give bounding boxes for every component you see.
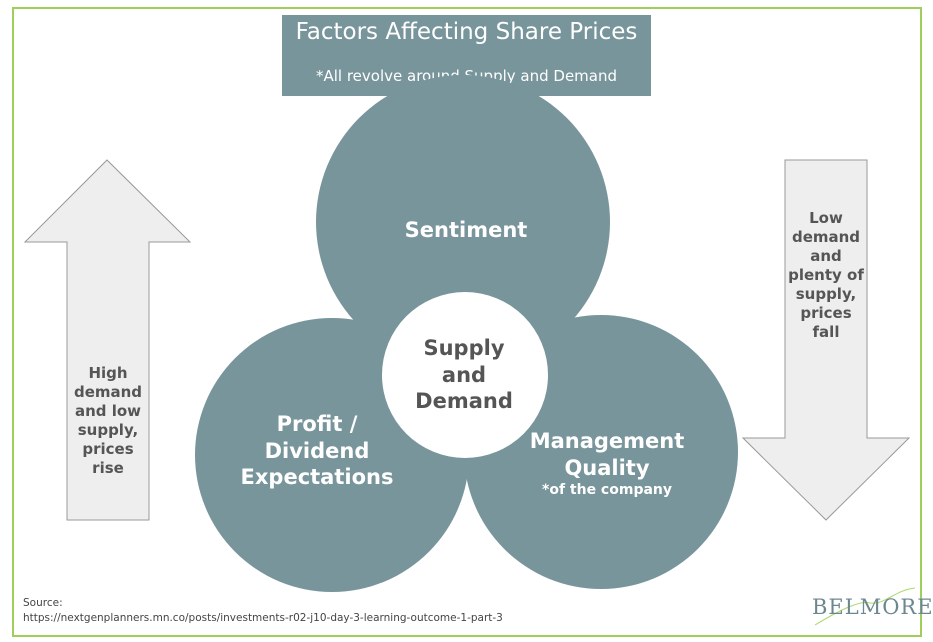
up-arrow <box>23 159 192 521</box>
circle-sentiment <box>316 75 610 369</box>
supply-demand-label: Supply and Demand <box>415 336 513 414</box>
slide-frame <box>12 7 922 637</box>
sentiment-label: Sentiment <box>404 218 528 242</box>
source: Source: https://nextgenplanners.mn.co/po… <box>23 596 503 625</box>
source-label: Source: <box>23 597 63 609</box>
up-arrow-text: High demand and low supply, prices rise <box>73 364 143 478</box>
management-note: *of the company <box>542 482 672 498</box>
belmore-logo: BELMORE <box>812 595 933 619</box>
title: Factors Affecting Share Prices <box>295 19 638 45</box>
source-url[interactable]: https://nextgenplanners.mn.co/posts/inve… <box>23 611 503 624</box>
down-arrow <box>741 159 911 521</box>
circle-supply-demand <box>382 292 548 458</box>
profit-label: Profit / Dividend Expectations <box>240 412 394 490</box>
down-arrow-text: Low demand and plenty of supply, prices … <box>788 209 864 342</box>
management-label: Management Quality <box>529 429 685 480</box>
